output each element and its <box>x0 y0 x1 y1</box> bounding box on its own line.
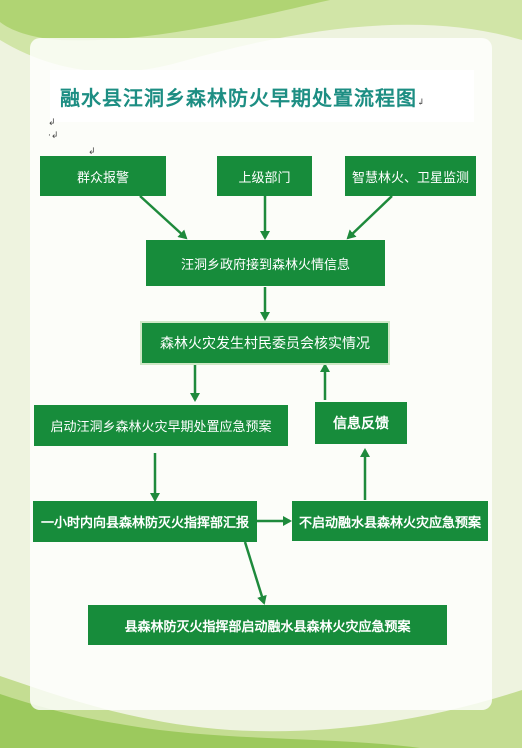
node-county-plan: 县森林防灭火指挥部启动融水县森林火灾应急预案 <box>88 605 447 645</box>
node-receive-info: 汪洞乡政府接到森林火情信息 <box>146 240 385 286</box>
node-report-hq: 一小时内向县森林防灭火指挥部汇报 <box>33 501 257 542</box>
node-feedback: 信息反馈 <box>315 402 407 444</box>
node-no-county-plan: 不启动融水县森林火灾应急预案 <box>292 501 488 541</box>
node-report-monitor: 智慧林火、卫星监测 <box>345 156 476 196</box>
return-mark: ↲ <box>88 147 96 157</box>
title-background <box>50 70 474 122</box>
return-mark: ↲ <box>48 118 56 128</box>
node-report-superior: 上级部门 <box>217 156 312 196</box>
node-report-public: 群众报警 <box>40 156 166 196</box>
node-verify: 森林火灾发生村民委员会核实情况 <box>140 321 390 365</box>
return-mark: ·↲ <box>48 131 59 141</box>
diagram-title: 融水县汪洞乡森林防火早期处置流程图↲ <box>60 80 480 116</box>
diagram-title-text: 融水县汪洞乡森林防火早期处置流程图 <box>60 86 417 110</box>
return-mark: ↲ <box>417 98 425 108</box>
node-start-plan: 启动汪洞乡森林火灾早期处置应急预案 <box>34 405 288 446</box>
